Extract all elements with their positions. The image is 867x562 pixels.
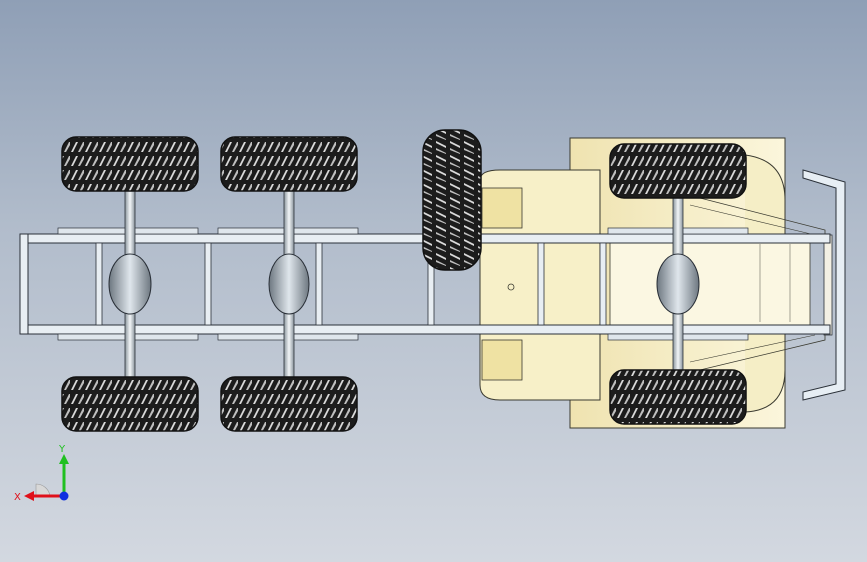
spare-tire: [422, 129, 482, 271]
rear-axle-1: [108, 189, 152, 381]
wheels: [61, 136, 747, 432]
wheel-rear2-top: [220, 136, 358, 192]
wheel-front-top: [609, 143, 747, 199]
triad-plane-icon: [35, 483, 51, 497]
z-axis-dot: [59, 491, 69, 501]
wheel-rear2-bottom: [220, 376, 358, 432]
y-axis-label: Y: [58, 444, 66, 455]
wheel-front-bottom: [609, 369, 747, 425]
wheel-rear1-top: [61, 136, 199, 192]
rear-axle-2: [268, 189, 310, 381]
x-axis-label: X: [14, 492, 21, 503]
orientation-triad: Y X: [14, 444, 69, 503]
wheel-rear1-bottom: [61, 376, 199, 432]
